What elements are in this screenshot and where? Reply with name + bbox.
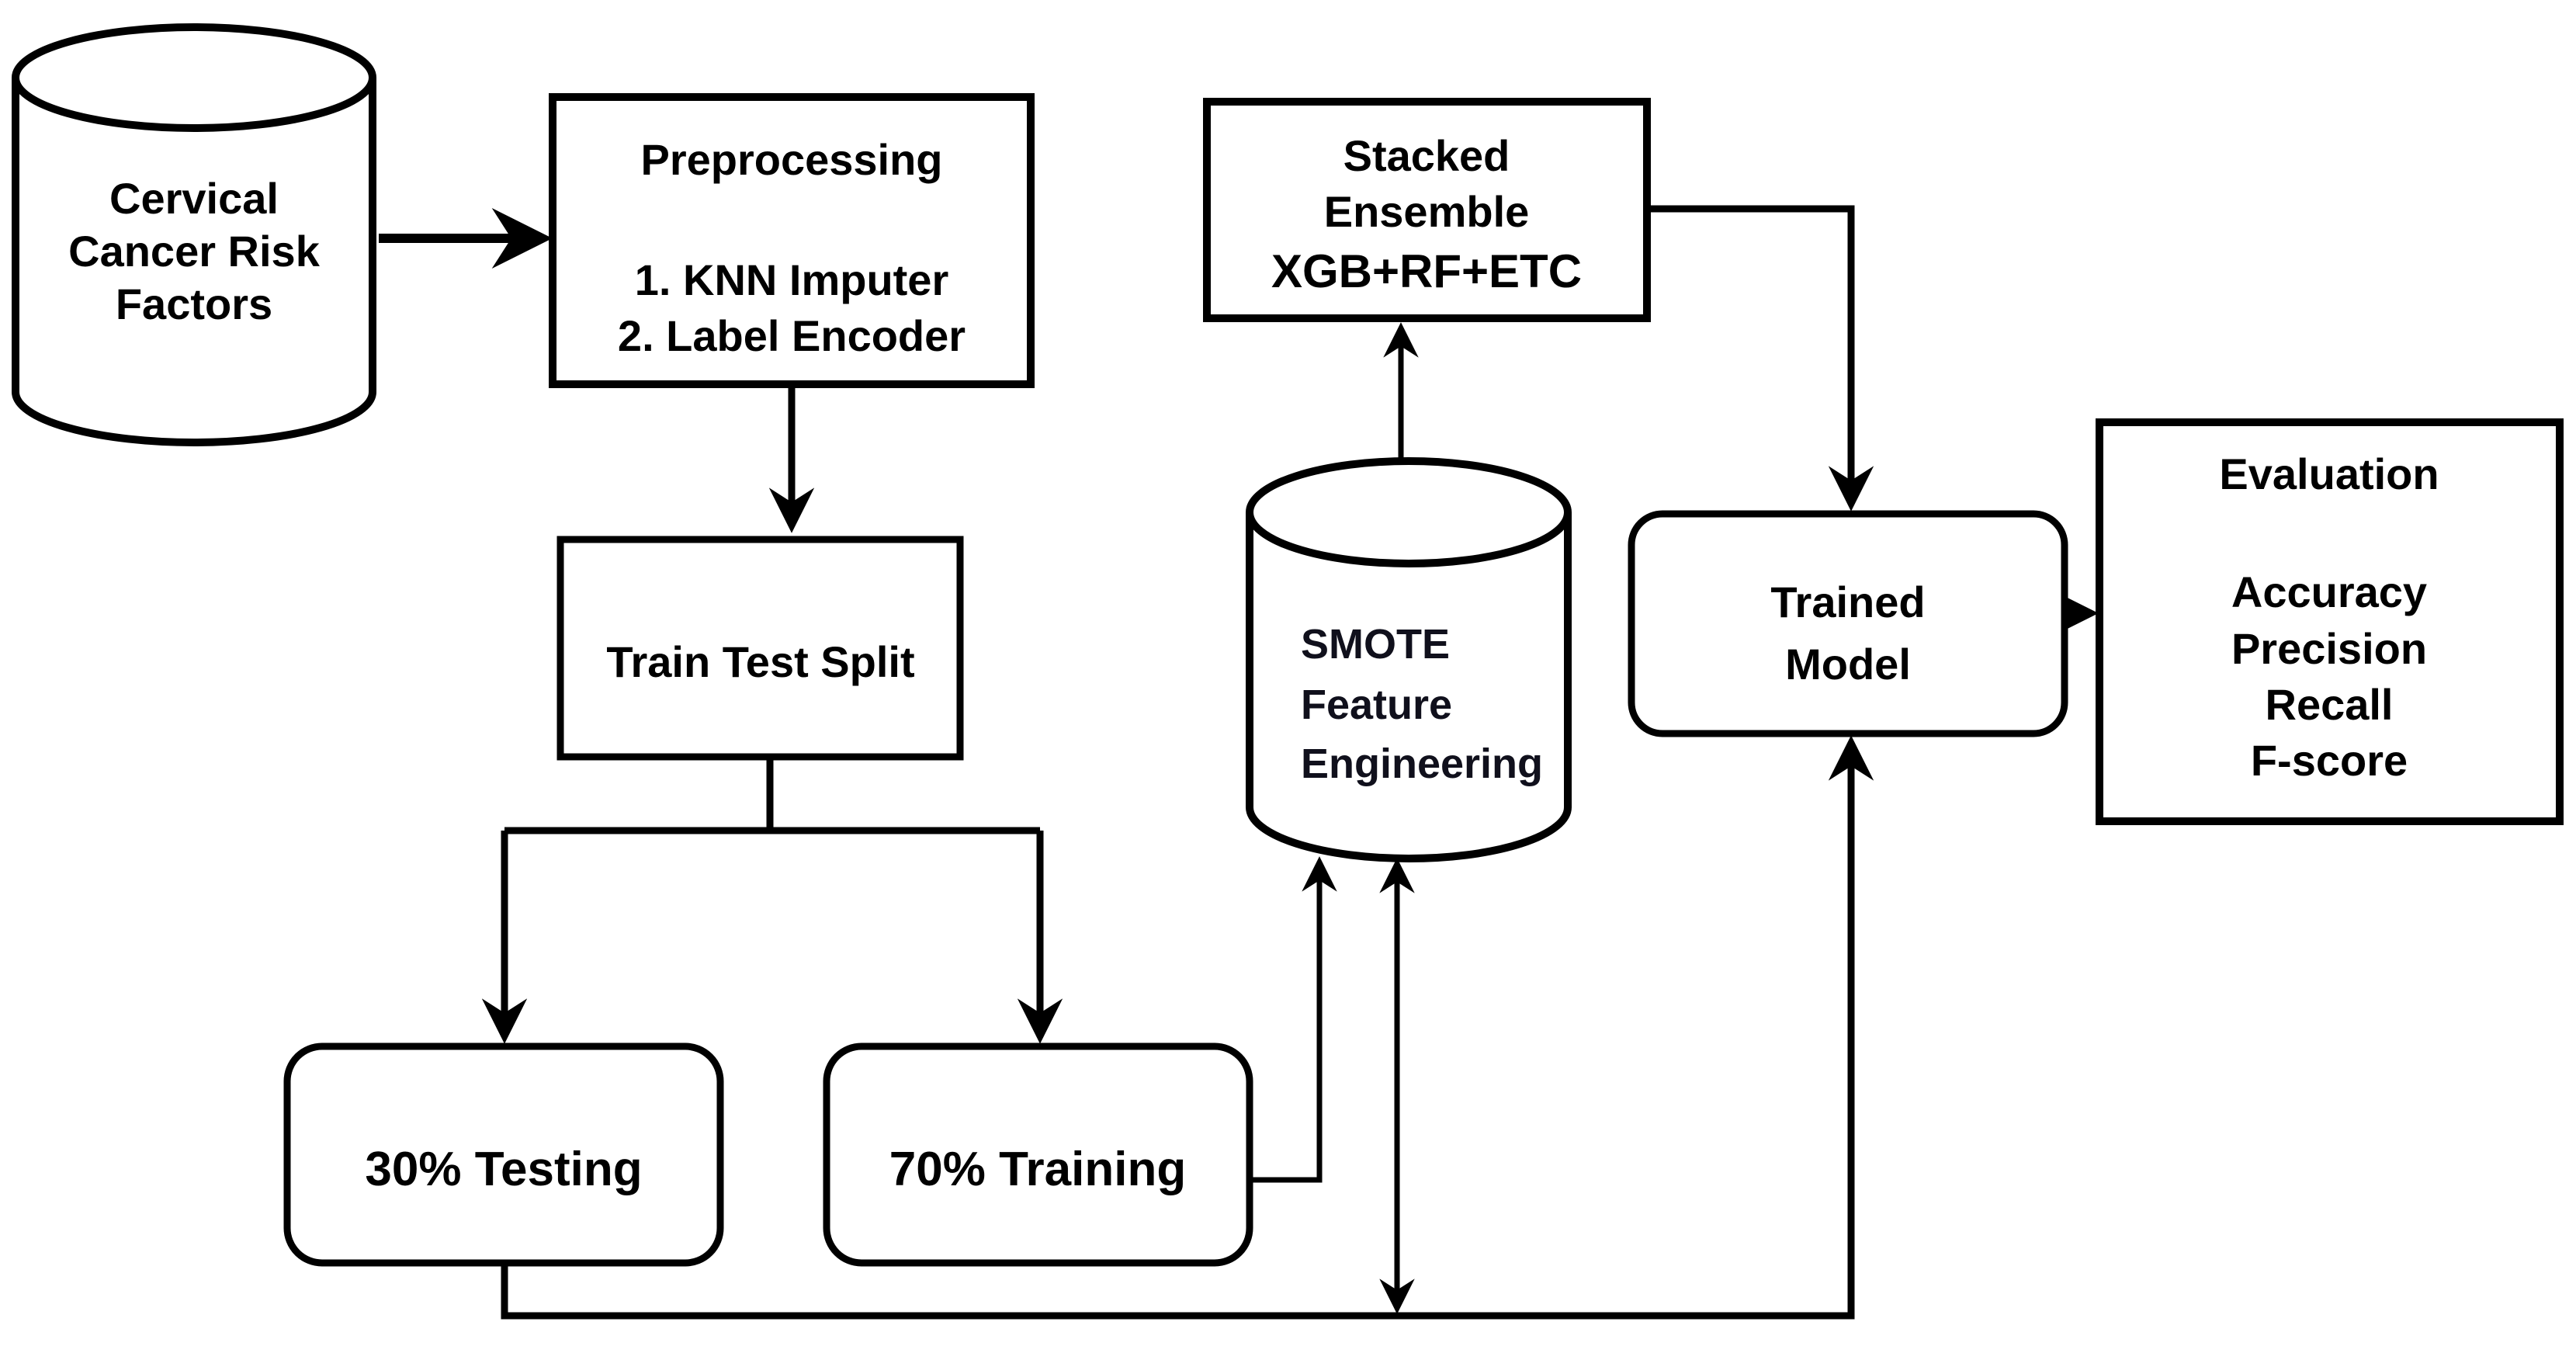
- node-stacked-ensemble: Stacked Ensemble XGB+RF+ETC: [1203, 98, 1651, 322]
- testing-box: [283, 1042, 724, 1267]
- node-source-database: Cervical Cancer Risk Factors: [12, 23, 376, 446]
- node-trained-model: Trained Model: [1628, 510, 2068, 737]
- trained-model-label-line2: Model: [1785, 640, 1911, 689]
- smote-cylinder-body: [1246, 512, 1572, 862]
- edge-training-to-smote: [1250, 856, 1337, 1183]
- testing-label: 30% Testing: [365, 1143, 642, 1196]
- ensemble-label-line1: Stacked: [1343, 131, 1510, 180]
- preprocessing-step1: 1. KNN Imputer: [635, 255, 949, 304]
- node-evaluation: Evaluation Accuracy Precision Recall F-s…: [2096, 418, 2564, 825]
- source-db-label-line1: Cervical: [109, 174, 279, 223]
- trained-model-label-line1: Trained: [1770, 578, 1925, 626]
- node-preprocessing: Preprocessing 1. KNN Imputer 2. Label En…: [549, 93, 1035, 388]
- evaluation-metric-precision: Precision: [2231, 624, 2427, 673]
- node-testing-30: 30% Testing: [283, 1042, 724, 1267]
- edge-ensemble-to-trainedmodel: [1647, 205, 1874, 512]
- edge-traintestsplit-split-rail: [504, 757, 1040, 834]
- evaluation-metric-accuracy: Accuracy: [2231, 567, 2427, 616]
- ensemble-label-line2: Ensemble: [1324, 187, 1530, 236]
- stacked-ensemble-box: [1203, 98, 1651, 322]
- node-train-test-split: Train Test Split: [556, 536, 964, 761]
- database-cylinder-top: [12, 23, 376, 132]
- evaluation-metric-recall: Recall: [2266, 680, 2394, 729]
- training-box: [823, 1042, 1253, 1267]
- source-db-label-line3: Factors: [116, 279, 272, 328]
- smote-cylinder-top: [1246, 457, 1572, 567]
- database-cylinder-body: [12, 78, 376, 446]
- train-test-split-label: Train Test Split: [606, 637, 914, 686]
- edges: [379, 205, 2099, 1320]
- node-training-70: 70% Training: [823, 1042, 1253, 1267]
- ensemble-label-line3: XGB+RF+ETC: [1271, 245, 1582, 297]
- source-db-label-line2: Cancer Risk: [68, 227, 321, 276]
- train-test-split-box: [556, 536, 964, 761]
- smote-label-line1: SMOTE: [1301, 621, 1450, 668]
- evaluation-title: Evaluation: [2219, 449, 2439, 498]
- node-smote: SMOTE Feature Engineering: [1246, 457, 1572, 862]
- edge-testing-to-trainedmodel-bottom-rail: [501, 735, 1874, 1320]
- training-label: 70% Training: [889, 1143, 1186, 1196]
- evaluation-box: [2096, 418, 2564, 825]
- preprocessing-title: Preprocessing: [640, 135, 942, 184]
- smote-label-line3: Engineering: [1301, 741, 1543, 787]
- trained-model-box: [1628, 510, 2068, 737]
- preprocessing-step2: 2. Label Encoder: [618, 311, 966, 360]
- preprocessing-box: [549, 93, 1035, 388]
- evaluation-metric-fscore: F-score: [2251, 736, 2408, 785]
- smote-label-line2: Feature: [1301, 682, 1452, 728]
